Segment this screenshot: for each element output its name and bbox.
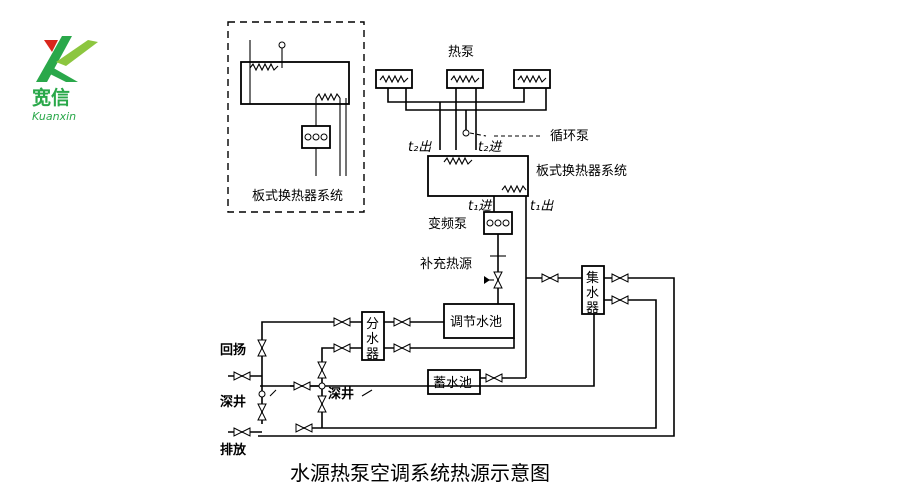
storage-pool: 蓄水池 — [427, 369, 481, 395]
deep-well-left-label: 深井 — [220, 394, 246, 410]
heat-pump-label: 热泵 — [448, 45, 474, 60]
heat-pump-group: 热泵 — [375, 45, 551, 150]
valve-icon — [485, 373, 503, 383]
regulating-pool: 调节水池 — [443, 303, 515, 339]
storage-pool-label: 蓄水池 — [433, 376, 472, 391]
valve-icon — [317, 395, 327, 413]
diagram-caption: 水源热泵空调系统热源示意图 — [290, 461, 550, 485]
check-point-icon — [318, 382, 326, 390]
valve-icon — [611, 273, 629, 283]
valve-icon — [295, 423, 313, 433]
collector-char: 集 — [586, 270, 599, 286]
t2-out-label: t₂出 — [408, 140, 432, 155]
supplementary-heat-label: 补充热源 — [420, 256, 472, 272]
t2-in-label: t₂进 — [478, 140, 503, 155]
collector-char: 水 — [586, 286, 599, 301]
logo-name-en: Kuanxin — [32, 110, 76, 123]
collector: 集 水 器 — [581, 265, 605, 316]
heat-pump-unit — [375, 69, 413, 89]
valve-icon — [317, 361, 327, 379]
valve-icon — [393, 317, 411, 327]
main-plate-hx: 板式换热器系统 — [427, 155, 627, 197]
valve-icon — [233, 371, 251, 381]
valve-icon — [293, 381, 311, 391]
valve-icon — [393, 343, 411, 353]
valve-icon — [233, 427, 251, 437]
valve-icon — [257, 403, 267, 421]
logo-name-cn: 宽信 — [32, 86, 70, 109]
distributor-char: 器 — [366, 347, 379, 362]
circulation-pump-label: 循环泵 — [550, 129, 589, 144]
heat-pump-unit — [446, 69, 484, 89]
kuanxin-logo: 宽信 Kuanxin — [32, 36, 98, 123]
valve-icon — [541, 273, 559, 283]
deep-well-mid-label: 深井 — [328, 386, 354, 402]
recharge-label: 回扬 — [220, 342, 246, 358]
valve-icon — [257, 339, 267, 357]
check-point-icon — [258, 390, 266, 398]
regulating-pool-label: 调节水池 — [450, 315, 502, 330]
valve-icon — [333, 317, 351, 327]
inset-plate-hx-system: 板式换热器系统 — [227, 21, 365, 213]
valve-icon — [611, 295, 629, 305]
valve-icon — [333, 343, 351, 353]
distributor: 分 水 器 — [361, 311, 385, 362]
inset-plate-hx-label: 板式换热器系统 — [252, 189, 343, 204]
t1-in-label: t₁进 — [468, 199, 493, 214]
vfd-pump-label: 变频泵 — [428, 216, 467, 232]
discharge-label: 排放 — [220, 442, 247, 458]
collector-char: 器 — [586, 301, 599, 316]
distributor-char: 分 — [366, 317, 379, 332]
distributor-char: 水 — [366, 332, 379, 347]
t1-out-label: t₁出 — [530, 199, 554, 214]
main-plate-hx-label: 板式换热器系统 — [536, 164, 627, 179]
heat-pump-unit — [513, 69, 551, 89]
